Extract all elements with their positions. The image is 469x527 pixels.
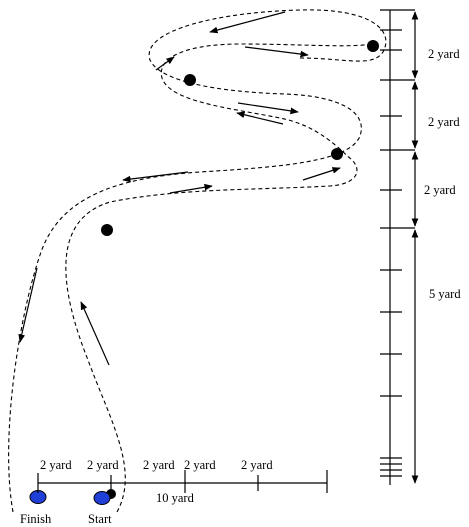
direction-arrow: [237, 102, 299, 115]
direction-arrow: [122, 171, 189, 183]
start-marker: [93, 491, 111, 505]
direction-arrow: [236, 111, 284, 125]
horizontal-ruler: [37, 470, 328, 493]
horizontal-dimension-label: 2 yard: [184, 458, 216, 472]
finish-label: Finish: [20, 512, 52, 526]
horizontal-total-label: 10 yard: [156, 491, 195, 505]
cone-marker: [367, 40, 379, 52]
horizontal-dimension-label: 2 yard: [40, 458, 72, 472]
cone-marker: [184, 74, 196, 86]
cone-marker: [101, 224, 113, 236]
horizontal-dimension-label: 2 yard: [241, 458, 273, 472]
direction-arrow: [302, 167, 341, 181]
start-label: Start: [88, 512, 112, 526]
vertical-dimension-label: 2 yard: [424, 183, 456, 197]
direction-arrow: [155, 56, 175, 71]
direction-arrow: [18, 267, 38, 343]
vertical-dimension-label: 2 yard: [428, 47, 460, 61]
vertical-dimension-label: 2 yard: [428, 115, 460, 129]
direction-arrow: [80, 301, 110, 366]
vertical-ruler: [380, 9, 415, 485]
horizontal-dimension-label: 2 yard: [143, 458, 175, 472]
direction-arrow: [244, 46, 309, 58]
direction-arrow: [209, 11, 286, 34]
horizontal-dimension-label: 2 yard: [87, 458, 119, 472]
inner-running-path: [65, 43, 373, 513]
vertical-dimension-label: 5 yard: [429, 287, 461, 301]
direction-arrow: [169, 183, 213, 194]
cone-marker: [331, 148, 343, 160]
outer-running-path: [8, 9, 387, 513]
